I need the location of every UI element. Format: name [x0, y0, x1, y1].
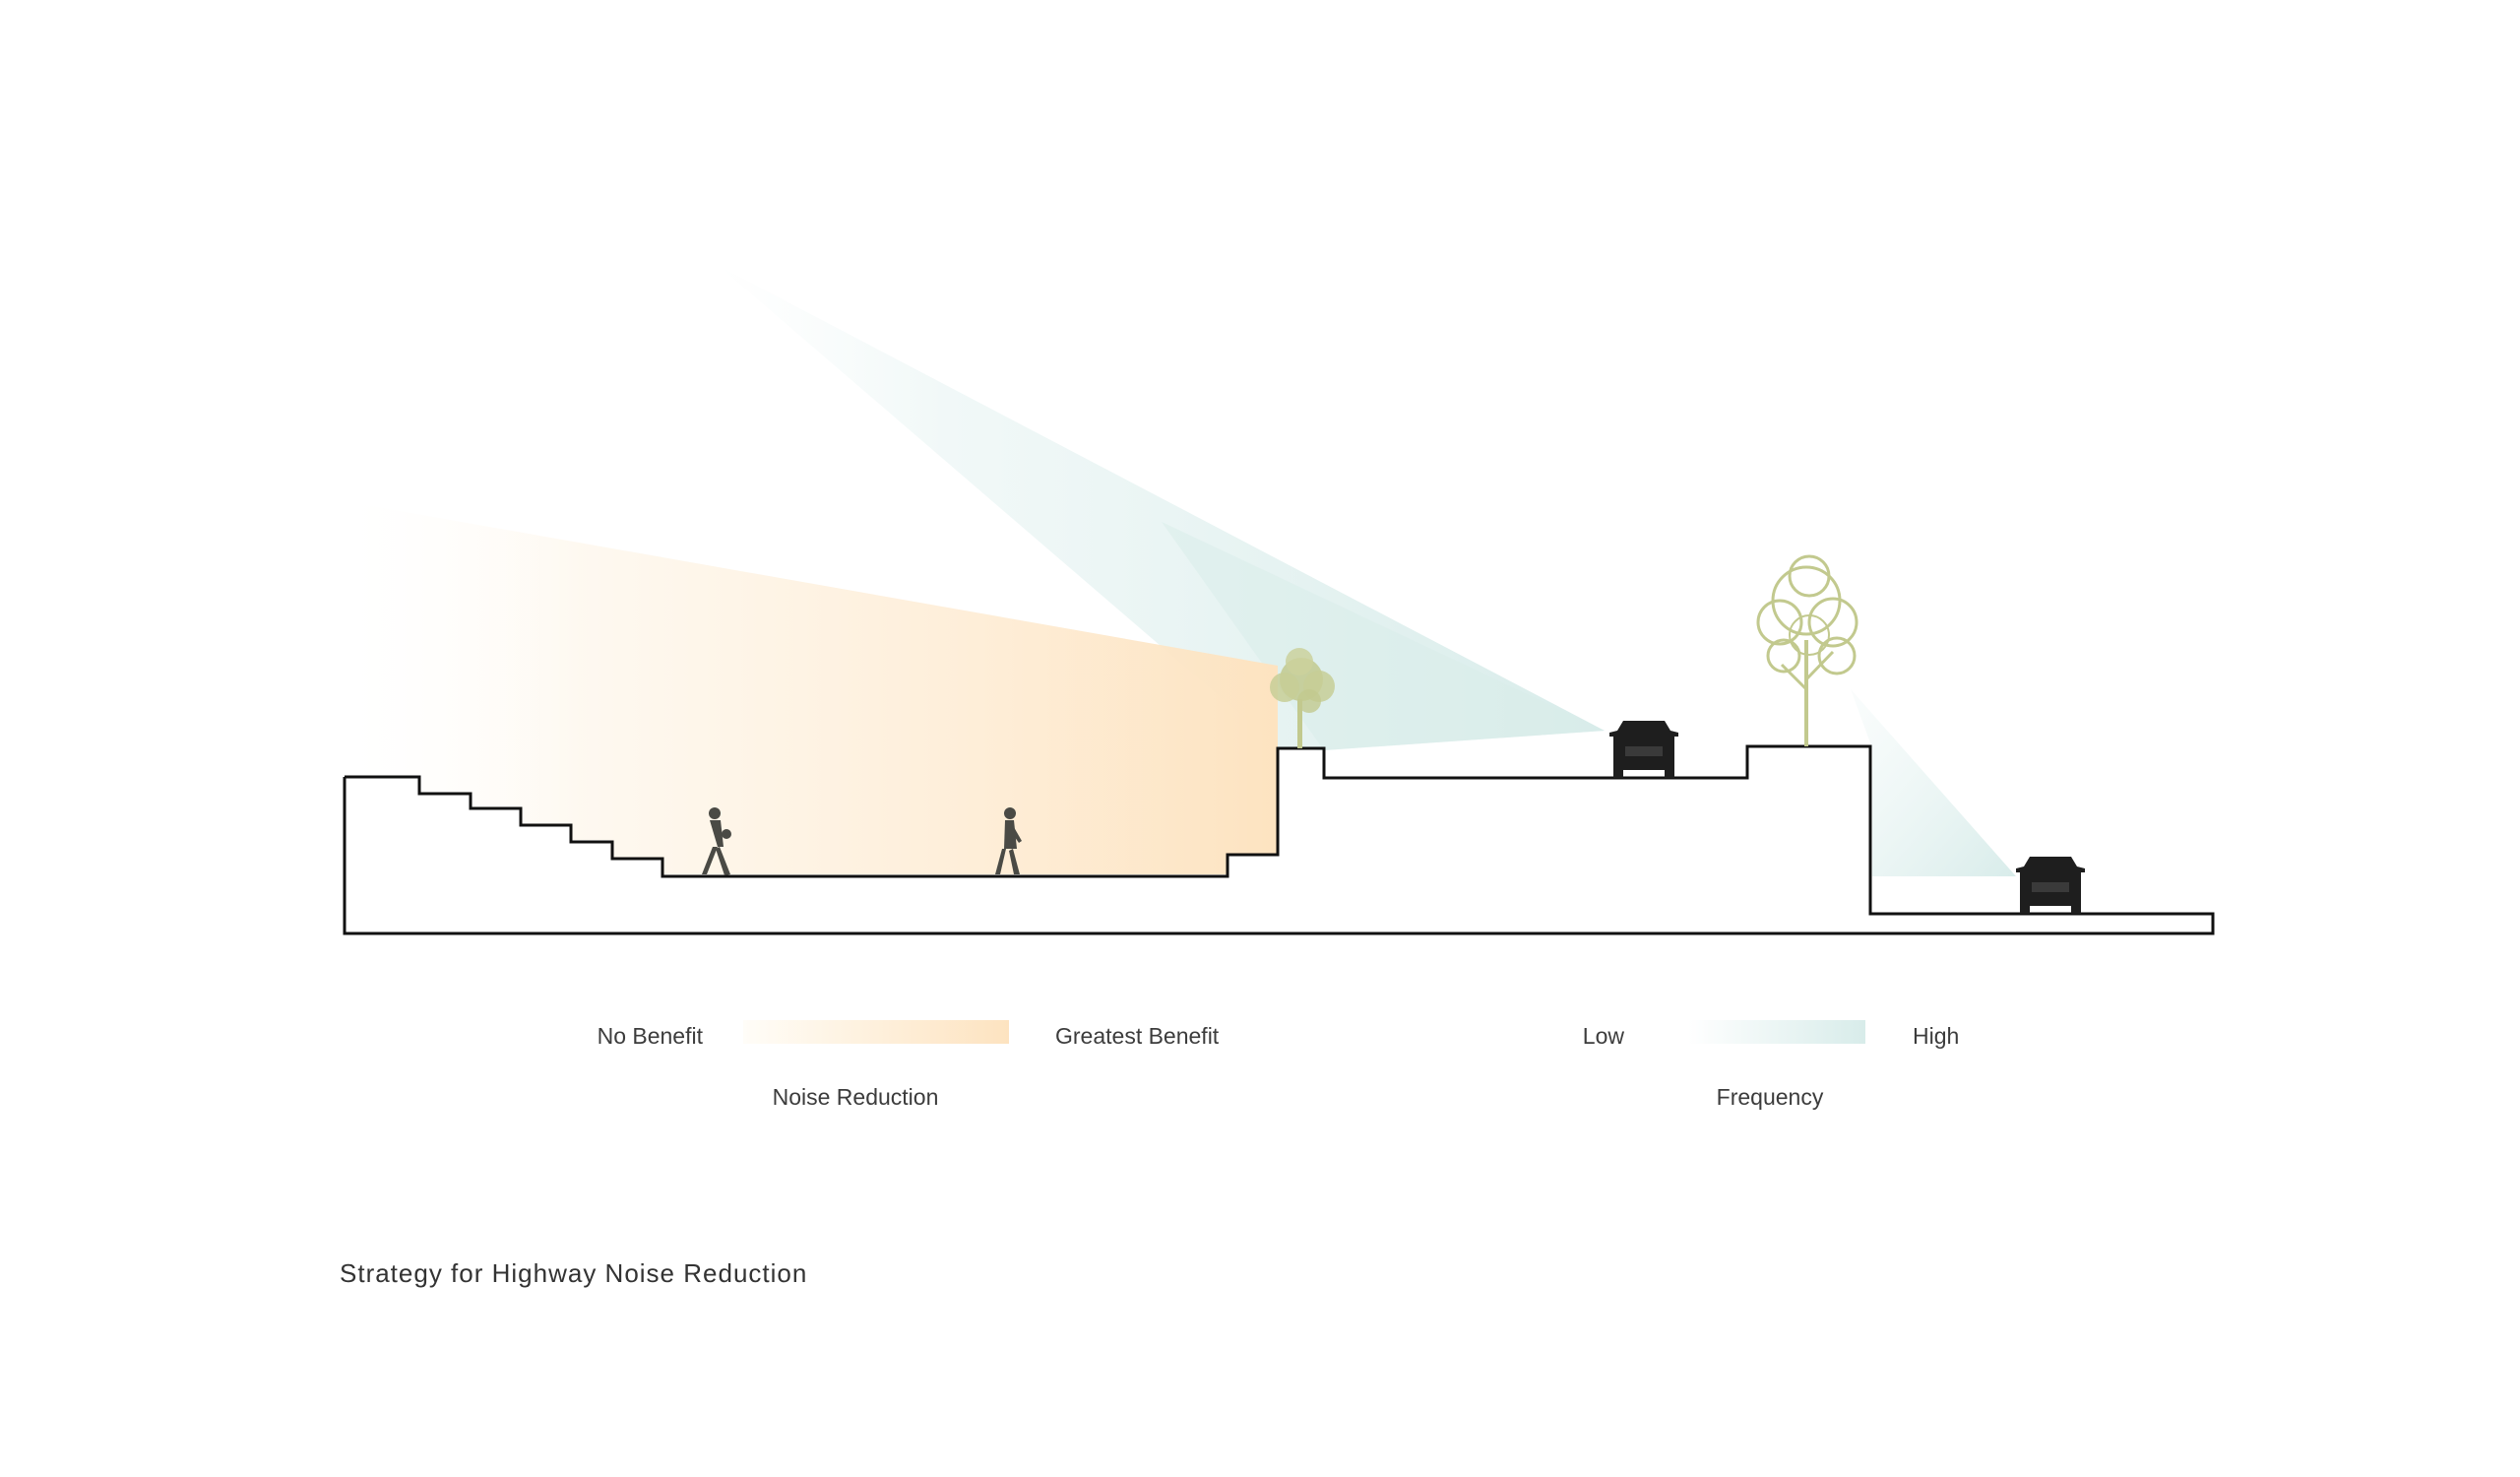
walking-person-icon [995, 807, 1022, 874]
legend-frequency-low-label: Low [1583, 1023, 1625, 1049]
legend-frequency-title: Frequency [1717, 1084, 1824, 1110]
legend-noise-gradient-swatch [743, 1020, 1009, 1044]
diagram-caption: Strategy for Highway Noise Reduction [340, 1258, 807, 1288]
frequency-wedge-upper-fill [1162, 522, 1605, 750]
tree-icon [1756, 554, 1858, 746]
legend-noise-low-label: No Benefit [598, 1023, 704, 1049]
legend-noise-title: Noise Reduction [773, 1084, 939, 1110]
noise-reduction-wedge [349, 502, 1278, 874]
legend-noise-reduction: No Benefit Greatest Benefit Noise Reduct… [598, 1020, 1220, 1110]
walking-person-icon [702, 807, 731, 875]
ground-section-line [343, 744, 2215, 935]
legend-frequency-gradient-swatch [1688, 1020, 1865, 1044]
car-icon [2016, 857, 2085, 914]
legend-frequency: Low High Frequency [1583, 1020, 1959, 1110]
frequency-wedge-right [1851, 689, 2016, 876]
legend-frequency-high-label: High [1913, 1023, 1959, 1049]
tree-icon [1270, 648, 1335, 748]
legend-noise-high-label: Greatest Benefit [1055, 1023, 1220, 1049]
car-icon [1609, 721, 1678, 778]
